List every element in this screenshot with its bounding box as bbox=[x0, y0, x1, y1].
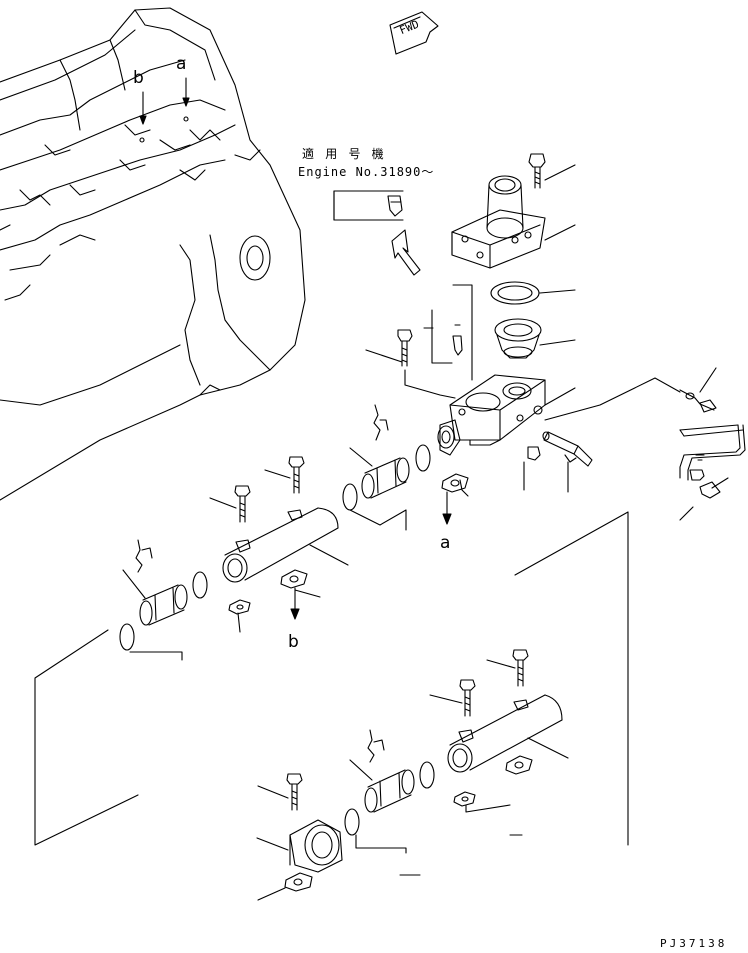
gasket-lower bbox=[453, 755, 533, 807]
applicability-title: 適 用 号 機 bbox=[302, 147, 386, 161]
thermostat-cover bbox=[451, 175, 546, 269]
housing-bolt bbox=[397, 329, 456, 399]
drawing-code: PJ37138 bbox=[660, 937, 728, 950]
thermostat-gasket bbox=[490, 281, 540, 305]
pipe-bolts-lower bbox=[286, 649, 529, 811]
lower-elbow bbox=[284, 819, 343, 892]
o-ring-middle-b bbox=[192, 571, 208, 599]
ref-arrow-b bbox=[290, 587, 300, 620]
sensor-line bbox=[544, 377, 746, 499]
thermostat bbox=[494, 318, 542, 359]
gasket-upper bbox=[441, 473, 469, 493]
o-ring-upper-a bbox=[342, 483, 358, 511]
o-ring-middle-a bbox=[119, 623, 135, 651]
cover-bolt bbox=[528, 153, 546, 189]
ref-label-b-mid: b bbox=[288, 632, 299, 652]
pipe-bolts-upper bbox=[234, 456, 305, 523]
engine-ref-arrows bbox=[139, 77, 190, 125]
ref-label-a-mid: a bbox=[440, 533, 451, 553]
upper-pipe-left bbox=[222, 507, 339, 583]
leader-lines bbox=[122, 164, 729, 901]
ref-arrow-a bbox=[442, 491, 452, 525]
applicability-serial: Engine No.31890～ bbox=[298, 165, 435, 179]
o-ring-lower-a bbox=[344, 808, 360, 836]
gasket-middle bbox=[228, 569, 308, 615]
detail-flags bbox=[135, 404, 389, 763]
o-ring-upper-b bbox=[415, 444, 431, 472]
middle-sleeve bbox=[139, 584, 188, 626]
plug-detail bbox=[431, 284, 473, 381]
engine-block bbox=[0, 7, 306, 501]
temperature-sensor bbox=[527, 431, 593, 467]
thermostat-housing bbox=[437, 374, 546, 456]
applicability-detail bbox=[333, 190, 421, 276]
o-ring-lower-b bbox=[419, 761, 435, 789]
lower-pipe bbox=[447, 694, 563, 773]
ref-label-b-top: b bbox=[133, 68, 144, 88]
lower-sleeve bbox=[364, 769, 415, 813]
ref-label-a-top: a bbox=[176, 54, 187, 74]
connector-sleeve-upper bbox=[361, 457, 410, 499]
fwd-arrow-icon bbox=[389, 11, 439, 55]
assembly-boundary-lines bbox=[34, 511, 629, 876]
